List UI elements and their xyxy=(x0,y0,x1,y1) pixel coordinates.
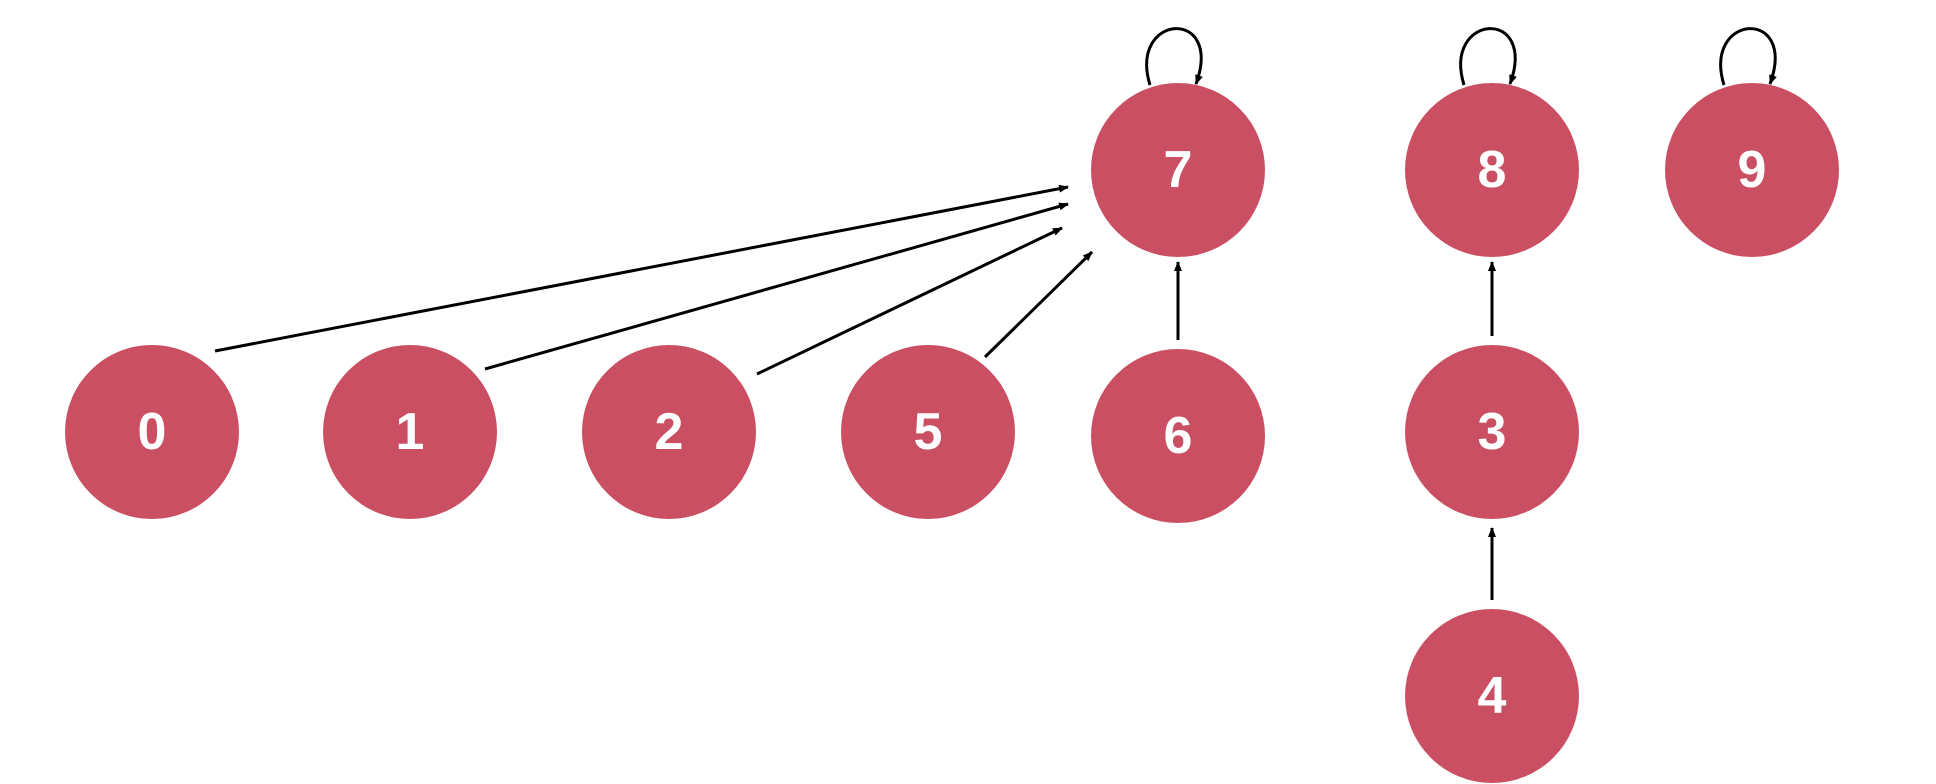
edge-0-to-7 xyxy=(214,184,1069,353)
edge-5-to-7 xyxy=(983,250,1094,359)
node-0-label: 0 xyxy=(138,403,167,461)
edges-layer xyxy=(214,27,1777,600)
node-4-label: 4 xyxy=(1478,667,1507,725)
node-2-circle xyxy=(582,345,756,519)
node-6: 6 xyxy=(1091,349,1265,523)
node-8-label: 8 xyxy=(1478,141,1507,199)
node-6-label: 6 xyxy=(1164,407,1193,465)
self-loop-edge-9 xyxy=(1719,27,1777,86)
node-1-label: 1 xyxy=(396,403,425,461)
node-7: 7 xyxy=(1091,83,1265,257)
node-9-circle xyxy=(1665,83,1839,257)
node-2: 2 xyxy=(582,345,756,519)
node-3: 3 xyxy=(1405,345,1579,519)
node-1: 1 xyxy=(323,345,497,519)
node-4-circle xyxy=(1405,609,1579,783)
node-9-label: 9 xyxy=(1738,141,1767,199)
node-0-circle xyxy=(65,345,239,519)
node-5-circle xyxy=(841,345,1015,519)
node-8: 8 xyxy=(1405,83,1579,257)
edge-2-to-7 xyxy=(756,226,1063,376)
node-4: 4 xyxy=(1405,609,1579,783)
self-loop-edge-7 xyxy=(1145,27,1203,86)
node-5: 5 xyxy=(841,345,1015,519)
node-5-label: 5 xyxy=(914,403,943,461)
node-7-circle xyxy=(1091,83,1265,257)
edge-1-to-7 xyxy=(484,202,1069,371)
self-loop-edge-8 xyxy=(1459,27,1517,86)
node-2-label: 2 xyxy=(655,403,684,461)
node-1-circle xyxy=(323,345,497,519)
node-9: 9 xyxy=(1665,83,1839,257)
node-3-circle xyxy=(1405,345,1579,519)
node-3-label: 3 xyxy=(1478,403,1507,461)
node-8-circle xyxy=(1405,83,1579,257)
node-0: 0 xyxy=(65,345,239,519)
node-7-label: 7 xyxy=(1164,141,1193,199)
nodes-layer: 0 1 2 5 6 7 8 3 4 9 xyxy=(65,83,1839,783)
node-6-circle xyxy=(1091,349,1265,523)
